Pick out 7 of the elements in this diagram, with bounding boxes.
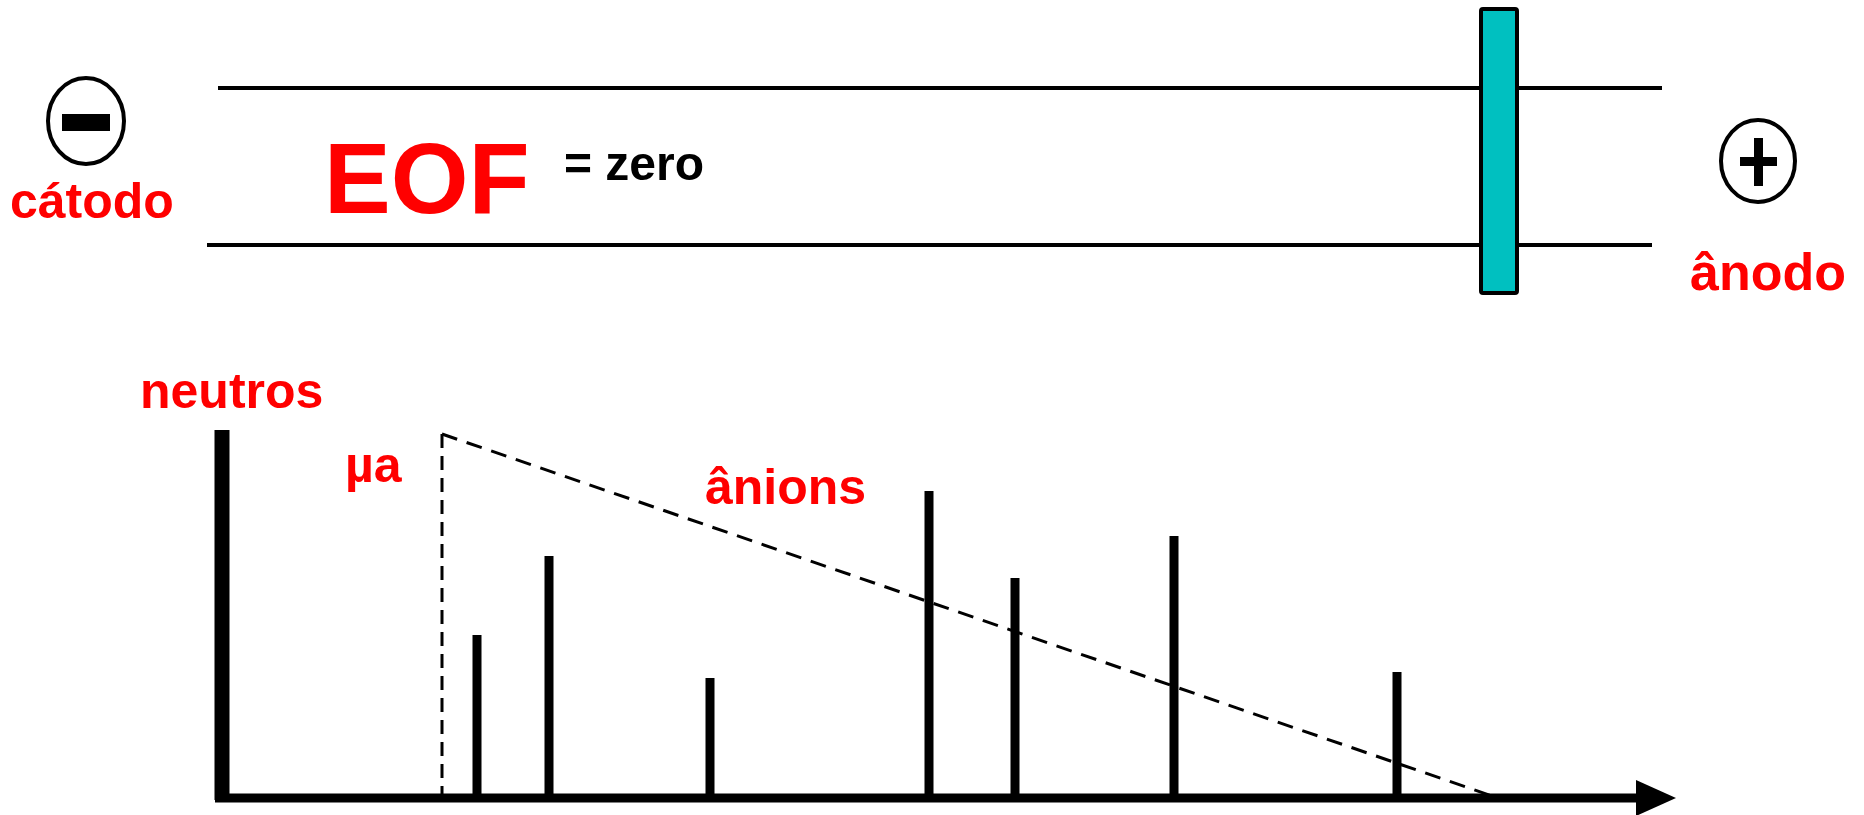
peak-label: ânions [705, 462, 867, 512]
electrode-label: cátodo [10, 176, 174, 226]
eof-label: EOF [324, 128, 530, 228]
electrode-label: ânodo [1690, 246, 1846, 298]
value-label: = zero [564, 140, 705, 188]
peak-label: neutros [140, 366, 324, 416]
mobility-label: µa [345, 440, 402, 490]
